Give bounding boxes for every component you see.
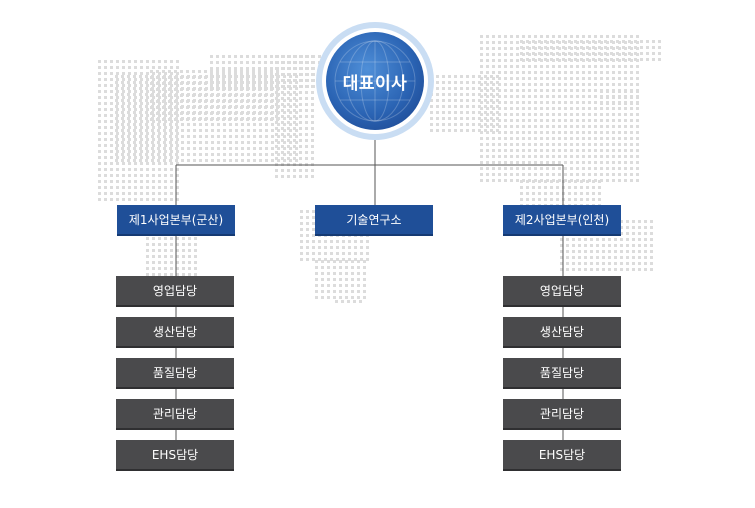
team-label: 생산담당 (152, 325, 198, 339)
globe-icon (334, 40, 416, 122)
team-label: 영업담당 (539, 284, 585, 298)
ceo-globe: 대표이사 (326, 32, 424, 130)
team-box-1-quality: 품질담당 (116, 358, 234, 389)
team-label: EHS담당 (151, 448, 199, 462)
team-label: 생산담당 (539, 325, 585, 339)
team-label: 품질담당 (539, 366, 585, 380)
team-box-1-management: 관리담당 (116, 399, 234, 430)
division-box-1: 제1사업본부(군산) (117, 205, 235, 236)
team-label: 품질담당 (152, 366, 198, 380)
division-label-1: 제1사업본부(군산) (128, 213, 224, 227)
division-label-3: 제2사업본부(인천) (514, 213, 610, 227)
team-box-1-production: 생산담당 (116, 317, 234, 348)
team-label: EHS담당 (538, 448, 586, 462)
team-box-1-sales: 영업담당 (116, 276, 234, 307)
division-box-2: 기술연구소 (315, 205, 433, 236)
division-box-3: 제2사업본부(인천) (503, 205, 621, 236)
team-label: 영업담당 (152, 284, 198, 298)
team-label: 관리담당 (539, 407, 585, 421)
ceo-node: 대표이사 (316, 22, 434, 140)
ceo-label: 대표이사 (342, 73, 408, 94)
team-label: 관리담당 (152, 407, 198, 421)
team-box-2-quality: 품질담당 (503, 358, 621, 389)
ceo-ring: 대표이사 (322, 28, 428, 134)
team-box-2-management: 관리담당 (503, 399, 621, 430)
team-box-2-ehs: EHS담당 (503, 440, 621, 471)
team-box-1-ehs: EHS담당 (116, 440, 234, 471)
team-box-2-sales: 영업담당 (503, 276, 621, 307)
team-box-2-production: 생산담당 (503, 317, 621, 348)
division-label-2: 기술연구소 (346, 213, 402, 227)
